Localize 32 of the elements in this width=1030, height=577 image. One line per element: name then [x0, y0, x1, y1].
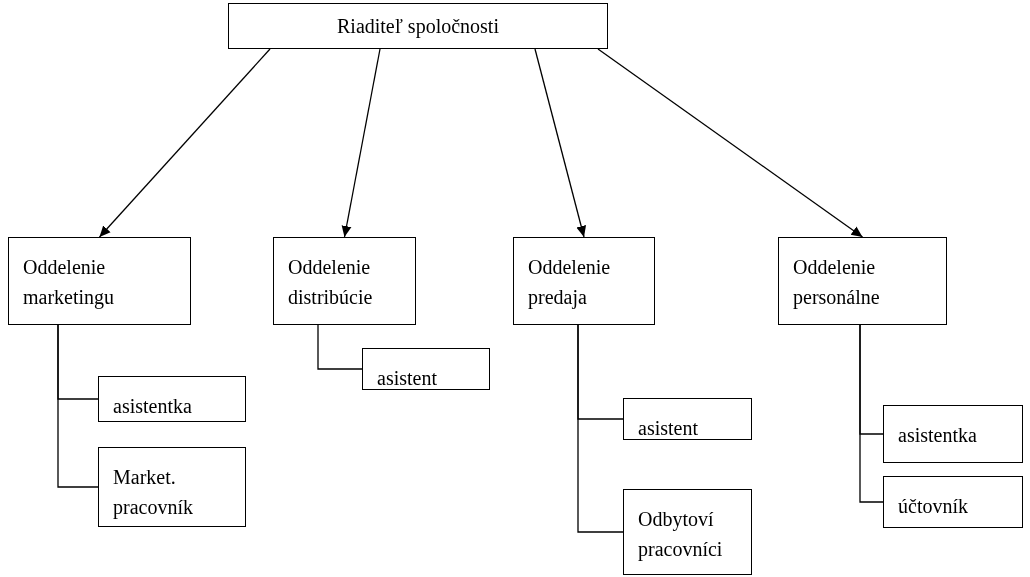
arrow [341, 48, 381, 238]
arrow [597, 48, 864, 238]
connector-line [57, 324, 99, 488]
arrow [534, 48, 587, 238]
box-label: účtovník [898, 494, 968, 519]
box-label: Riaditeľ spoločnosti [337, 14, 499, 40]
department-box [883, 476, 1023, 528]
box-label: asistentka [898, 423, 977, 448]
department-box [623, 398, 752, 440]
department-box [513, 237, 655, 325]
box-label: Market. pracovník [113, 465, 194, 521]
department-box [778, 237, 947, 325]
box-label: Oddelenie marketingu [23, 255, 116, 311]
department-box [273, 237, 416, 325]
box-label: asistent [638, 416, 698, 441]
department-box [98, 447, 246, 527]
department-box [883, 405, 1023, 463]
director-box [228, 3, 608, 49]
department-box [98, 376, 246, 422]
box-label: Oddelenie distribúcie [288, 255, 374, 310]
box-label: asistent [377, 366, 437, 391]
box-label: asistentka [113, 394, 192, 419]
connector-line [859, 324, 884, 503]
arrow [98, 48, 271, 238]
box-label: Odbytoví pracovníci [638, 507, 724, 563]
connector-line [317, 324, 363, 370]
connector-line [577, 324, 624, 533]
box-label: Oddelenie personálne [793, 255, 881, 311]
department-box [8, 237, 191, 325]
department-box [623, 489, 752, 575]
box-label: Oddelenie predaja [528, 255, 612, 311]
department-box [362, 348, 490, 390]
